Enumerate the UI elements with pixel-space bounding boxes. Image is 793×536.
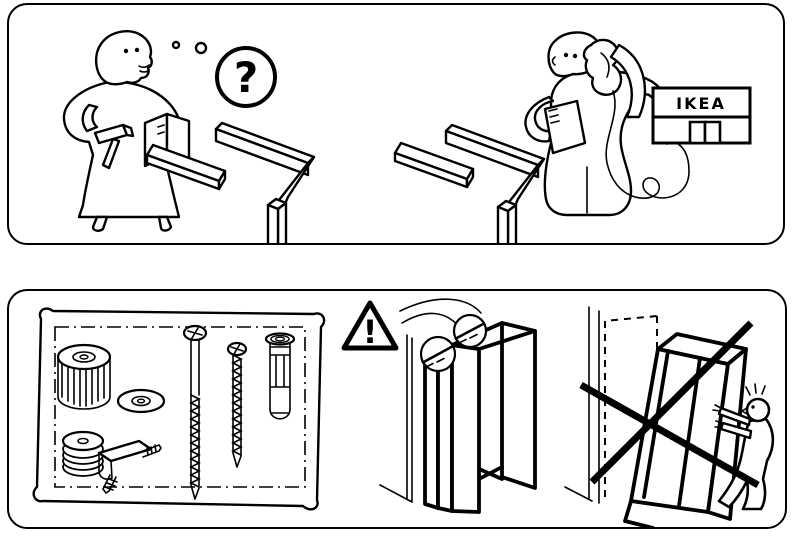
store-door — [690, 122, 705, 143]
store-door — [705, 122, 720, 143]
round-cap-icon — [58, 345, 110, 409]
ikea-store-icon: IKEA — [653, 88, 750, 143]
warning-triangle-icon: ! — [344, 303, 396, 351]
exclamation-mark: ! — [363, 313, 378, 351]
question-mark-badge-icon: ? — [217, 48, 275, 106]
phone-cord-icon — [606, 91, 689, 198]
hammer-icon — [95, 125, 133, 168]
screw-callout-circle-icon — [454, 315, 486, 347]
warning-panel-illustration: ! — [9, 291, 785, 527]
wall-anchored-cabinet-icon — [380, 323, 535, 512]
washer-icon — [118, 390, 164, 412]
head — [96, 31, 152, 84]
question-mark: ? — [234, 53, 258, 102]
warning-panel: ! — [7, 289, 787, 529]
leveler-bracket-icon — [63, 432, 161, 493]
confused-person-with-hammer-and-manual-icon — [64, 31, 189, 231]
dashed-position-outline-icon — [605, 316, 657, 497]
corner-frame-icon — [214, 121, 316, 243]
cross-out-icon — [581, 323, 758, 485]
screw-callout-circle-icon — [421, 337, 455, 371]
note-paper-icon — [545, 101, 585, 153]
wall-edge — [565, 307, 599, 503]
instruction-booklet-icon — [145, 114, 189, 166]
short-screw-icon — [228, 343, 246, 467]
person-pulling-cabinet-icon — [713, 384, 773, 509]
person-calling-ikea-icon — [525, 32, 689, 215]
long-screw-icon — [184, 326, 206, 499]
raised-arm — [611, 45, 645, 117]
do-not-tip-cabinet-scene — [565, 307, 773, 527]
tilted-cabinet-icon — [625, 334, 746, 527]
help-panel: ? — [7, 3, 785, 245]
hardware-kit-bag-icon — [34, 309, 324, 510]
help-panel-illustration: ? — [9, 5, 783, 243]
thought-dots-icon — [173, 42, 206, 53]
head — [747, 399, 769, 421]
store-sign-label: IKEA — [676, 94, 726, 113]
wall-anchor-icon — [266, 334, 294, 419]
